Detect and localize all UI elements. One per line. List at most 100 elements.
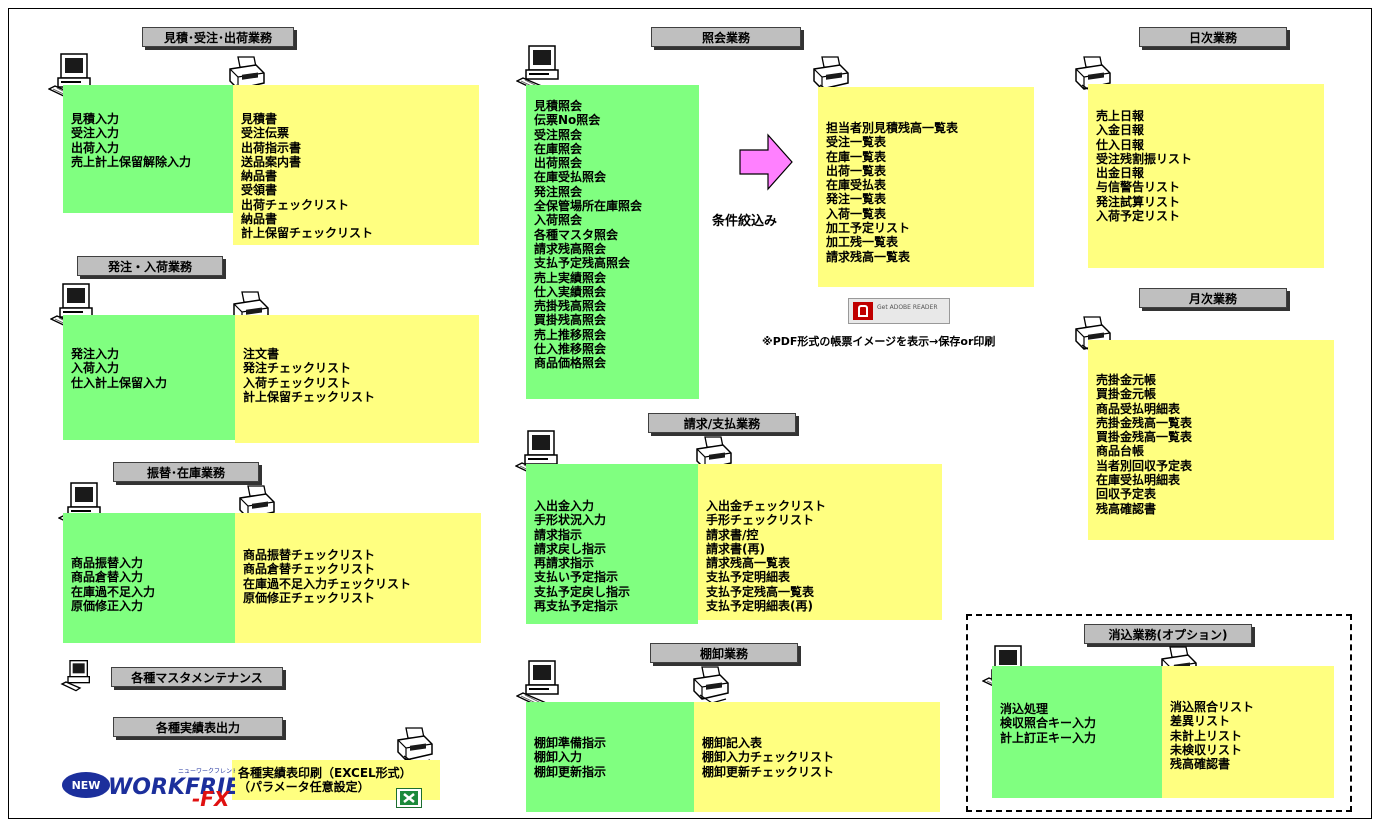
list-item: 受注入力 (71, 126, 120, 141)
list-item: 消込照合リスト (1170, 700, 1255, 714)
list-item: 送品案内書 (241, 154, 302, 169)
stocktake-input-box: 棚卸準備指示棚卸入力棚卸更新指示 (526, 702, 694, 812)
monthly-output-box: 売掛金元帳買掛金元帳商品受払明細表売掛金残高一覧表買掛金残高一覧表商品台帳当者別… (1088, 340, 1334, 540)
list-item: 請求残高一覧表 (826, 249, 911, 264)
daily-output-box: 売上日報入金日報仕入日報受注残割振リスト出金日報与信警告リスト発注試算リスト入荷… (1088, 84, 1324, 268)
list-item: 商品振替チェックリスト (243, 548, 376, 562)
list-item: 消込処理 (1000, 702, 1049, 716)
svg-text:-FX: -FX (192, 787, 231, 810)
list-item: 受注照会 (534, 127, 583, 142)
list-item: 入出金入力 (534, 499, 595, 513)
list-item: 商品倉替入力 (71, 570, 144, 585)
list-item: 見積書 (241, 112, 278, 126)
list-item: 入荷照会 (534, 213, 583, 228)
list-item: 手形チェックリスト (706, 513, 815, 528)
list-item: 発注一覧表 (826, 192, 887, 207)
results-header: 各種実績表出力 (113, 717, 283, 737)
billing-output-box: 入出金チェックリスト手形チェックリスト請求書/控請求書(再)請求残高一覧表支払予… (698, 464, 942, 620)
pdf-note: ※PDF形式の帳票イメージを表示→保存or印刷 (762, 335, 996, 348)
list-item: 商品倉替チェックリスト (243, 562, 376, 577)
list-item: 売上計上保留解除入力 (71, 154, 192, 169)
list-item: 各種マスタ照会 (534, 227, 619, 242)
list-item: 出荷入力 (71, 140, 120, 155)
estimate-input-box: 見積入力受注入力出荷入力売上計上保留解除入力 (63, 85, 233, 213)
pdf-icon (853, 302, 873, 320)
list-item: 売上日報 (1096, 109, 1145, 123)
list-item: 発注試算リスト (1096, 194, 1181, 209)
list-item: 残高確認書 (1170, 757, 1231, 772)
list-item: 棚卸入力チェックリスト (702, 750, 835, 765)
master-maintenance-header: 各種マスタメンテナンス (111, 667, 283, 687)
monthly-header: 月次業務 (1139, 288, 1287, 308)
list-item: 受注伝票 (241, 126, 290, 141)
list-item: 出荷指示書 (241, 140, 302, 155)
list-item: 納品書 (241, 212, 278, 227)
transfer-input-box: 商品振替入力商品倉替入力在庫過不足入力原価修正入力 (63, 513, 235, 643)
list-item: 在庫過不足入力チェックリスト (243, 576, 412, 591)
billing-input-box: 入出金入力手形状況入力請求指示請求戻し指示再請求指示支払い予定指示支払予定戻し指… (526, 464, 698, 624)
printer-icon (1072, 55, 1112, 99)
list-item: 担当者別見積残高一覧表 (826, 121, 959, 135)
list-item: 入金日報 (1096, 123, 1145, 138)
list-item: 支払予定戻し指示 (534, 584, 631, 599)
transfer-header: 振替･在庫業務 (113, 462, 259, 482)
list-item: 仕入計上保留入力 (71, 375, 168, 390)
list-item: 請求指示 (534, 527, 583, 542)
printer-icon (690, 665, 730, 709)
list-item: 売上実績照会 (534, 270, 607, 285)
list-item: 支払予定残高一覧表 (706, 584, 815, 599)
list-item: 見積照会 (534, 99, 583, 113)
list-item: 受注残割振リスト (1096, 151, 1193, 166)
printer-icon (394, 726, 434, 770)
list-item: 仕入実績照会 (534, 284, 607, 299)
list-item: 受注一覧表 (826, 135, 887, 150)
list-item: 見積入力 (71, 112, 120, 126)
list-item: 再支払予定指示 (534, 599, 619, 614)
list-item: 入荷予定リスト (1096, 209, 1181, 224)
inquiry-output-box: 担当者別見積残高一覧表受注一覧表在庫一覧表出荷一覧表在庫受払表発注一覧表入荷一覧… (818, 87, 1034, 287)
list-item: 在庫受払照会 (534, 170, 607, 185)
list-item: 在庫受払明細表 (1096, 473, 1181, 488)
list-item: 商品台帳 (1096, 444, 1145, 459)
excel-icon (396, 788, 422, 808)
list-item: 受領書 (241, 183, 278, 198)
list-item: 商品受払明細表 (1096, 401, 1181, 416)
list-item: 商品振替入力 (71, 556, 144, 570)
list-item: 各種実績表印刷（EXCEL形式） (238, 766, 412, 780)
diagram-frame (8, 8, 1372, 819)
list-item: 支払予定残高照会 (534, 256, 631, 271)
list-item: 未計上リスト (1170, 728, 1243, 743)
list-item: 計上訂正キー入力 (1000, 730, 1097, 745)
svg-text:NEW: NEW (72, 779, 101, 792)
arrow-right-icon (739, 133, 793, 191)
list-item: 棚卸更新指示 (534, 764, 607, 779)
list-item: 支払予定明細表(再) (706, 599, 813, 614)
list-item: 原価修正チェックリスト (243, 590, 376, 605)
estimate-header: 見積･受注･出荷業務 (142, 27, 294, 47)
list-item: 請求残高一覧表 (706, 556, 791, 571)
list-item: 加工予定リスト (826, 221, 911, 236)
list-item: 請求残高照会 (534, 241, 607, 256)
list-item: 支払予定明細表 (706, 570, 791, 585)
estimate-output-box: 見積書受注伝票出荷指示書送品案内書納品書受領書出荷チェックリスト納品書計上保留チ… (233, 85, 479, 245)
list-item: 売掛金元帳 (1096, 373, 1157, 387)
list-item: 仕入推移照会 (534, 342, 607, 357)
list-item: 買掛金元帳 (1096, 387, 1157, 402)
list-item: 加工残一覧表 (826, 235, 899, 250)
list-item: 手形状況入力 (534, 513, 607, 528)
list-item: 伝票No照会 (534, 113, 601, 128)
list-item: 売掛残高照会 (534, 299, 607, 314)
printer-icon (810, 55, 850, 99)
list-item: 当者別回収予定表 (1096, 458, 1193, 473)
adobe-reader-text: Get ADOBE READER (877, 304, 938, 311)
list-item: 入荷一覧表 (826, 206, 887, 221)
list-item: 残高確認書 (1096, 501, 1157, 516)
reconcile-header: 消込業務(オプション) (1084, 624, 1252, 644)
list-item: 与信警告リスト (1096, 180, 1181, 195)
list-item: 支払い予定指示 (534, 570, 619, 585)
list-item: 入荷入力 (71, 361, 120, 376)
list-item: 棚卸入力 (534, 750, 583, 765)
list-item: （パラメータ任意設定） (238, 780, 370, 795)
list-item: 仕入日報 (1096, 137, 1145, 152)
list-item: 出荷一覧表 (826, 163, 887, 178)
